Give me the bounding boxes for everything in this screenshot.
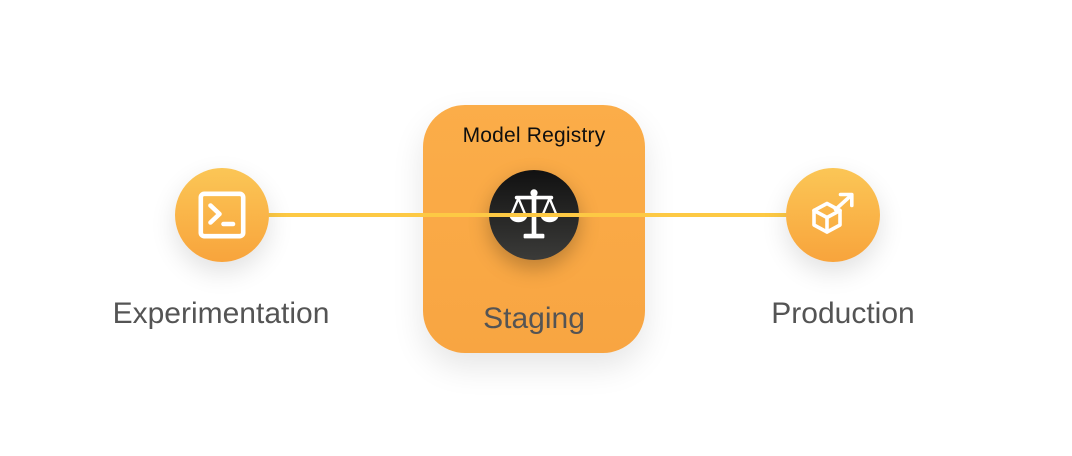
- production-label: Production: [771, 297, 915, 330]
- model-registry-card: Model Registry Staging: [423, 105, 645, 353]
- experimentation-node: [175, 168, 269, 262]
- experimentation-label: Experimentation: [112, 297, 330, 330]
- terminal-icon: [198, 191, 246, 239]
- model-registry-title: Model Registry: [462, 124, 606, 147]
- staging-label: Staging: [483, 302, 585, 335]
- production-node: [786, 168, 880, 262]
- cube-launch-icon: [806, 188, 860, 242]
- pipeline-connector-line: [222, 213, 833, 217]
